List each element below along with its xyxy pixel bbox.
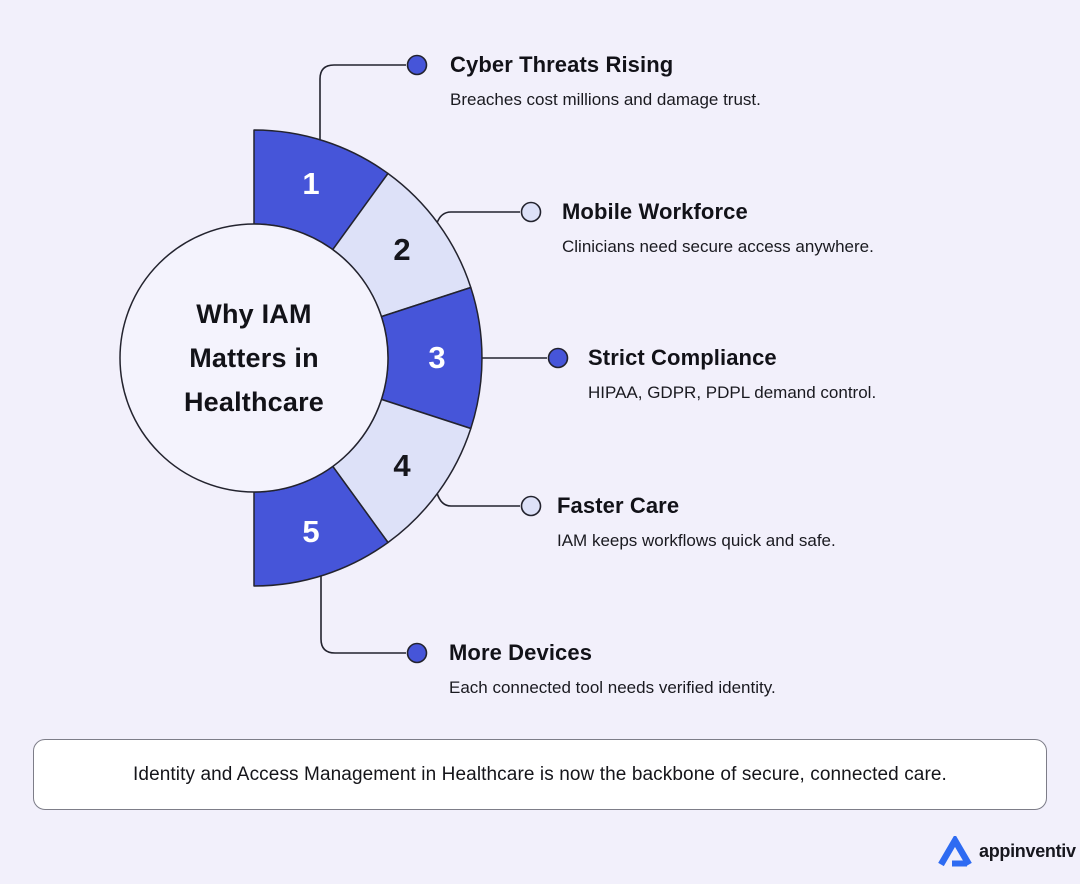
bullet-5-dot — [406, 642, 428, 664]
item-5-more-devices: More Devices Each connected tool needs v… — [449, 639, 869, 699]
item-5-description: Each connected tool needs verified ident… — [449, 678, 776, 697]
item-2-mobile-workforce: Mobile Workforce Clinicians need secure … — [562, 198, 982, 258]
segment-5-number: 5 — [302, 514, 319, 549]
diagram-title-line-1: Why IAM — [196, 299, 312, 329]
diagram-title: Why IAM Matters in Healthcare — [124, 292, 384, 424]
bullet-3-dot — [547, 347, 569, 369]
segment-2-number: 2 — [393, 232, 410, 267]
item-2-description: Clinicians need secure access anywhere. — [562, 237, 874, 256]
diagram-title-line-2: Matters in — [189, 343, 319, 373]
appinventiv-logo-text: appinventiv — [979, 841, 1076, 861]
bullet-2-dot — [520, 201, 542, 223]
item-3-title: Strict Compliance — [588, 345, 777, 370]
segment-3-number: 3 — [428, 340, 445, 375]
connector-4 — [436, 492, 520, 507]
appinventiv-logo-icon — [938, 836, 972, 867]
item-4-title: Faster Care — [557, 493, 680, 518]
item-1-description: Breaches cost millions and damage trust. — [450, 90, 761, 109]
item-1-cyber-threats: Cyber Threats Rising Breaches cost milli… — [450, 51, 870, 111]
center-circle — [119, 223, 389, 493]
item-5-title: More Devices — [449, 640, 593, 665]
summary-text: Identity and Access Management in Health… — [133, 763, 947, 785]
appinventiv-logo: appinventiv — [936, 836, 1076, 867]
item-1-title: Cyber Threats Rising — [450, 52, 674, 77]
bullet-4-dot — [520, 495, 542, 517]
item-2-title: Mobile Workforce — [562, 199, 748, 224]
connector-2 — [436, 211, 520, 224]
segment-4-number: 4 — [393, 448, 411, 483]
connector-1 — [319, 64, 406, 142]
connector-5 — [320, 574, 406, 654]
item-3-strict-compliance: Strict Compliance HIPAA, GDPR, PDPL dema… — [588, 344, 1008, 404]
item-3-description: HIPAA, GDPR, PDPL demand control. — [588, 383, 877, 402]
summary-banner: Identity and Access Management in Health… — [33, 739, 1047, 810]
segment-1-number: 1 — [302, 166, 319, 201]
item-4-faster-care: Faster Care IAM keeps workflows quick an… — [557, 492, 977, 552]
item-4-description: IAM keeps workflows quick and safe. — [557, 531, 836, 550]
bottom-white-strip — [0, 884, 1080, 889]
bullet-1-dot — [406, 54, 428, 76]
diagram-title-line-3: Healthcare — [183, 387, 325, 417]
